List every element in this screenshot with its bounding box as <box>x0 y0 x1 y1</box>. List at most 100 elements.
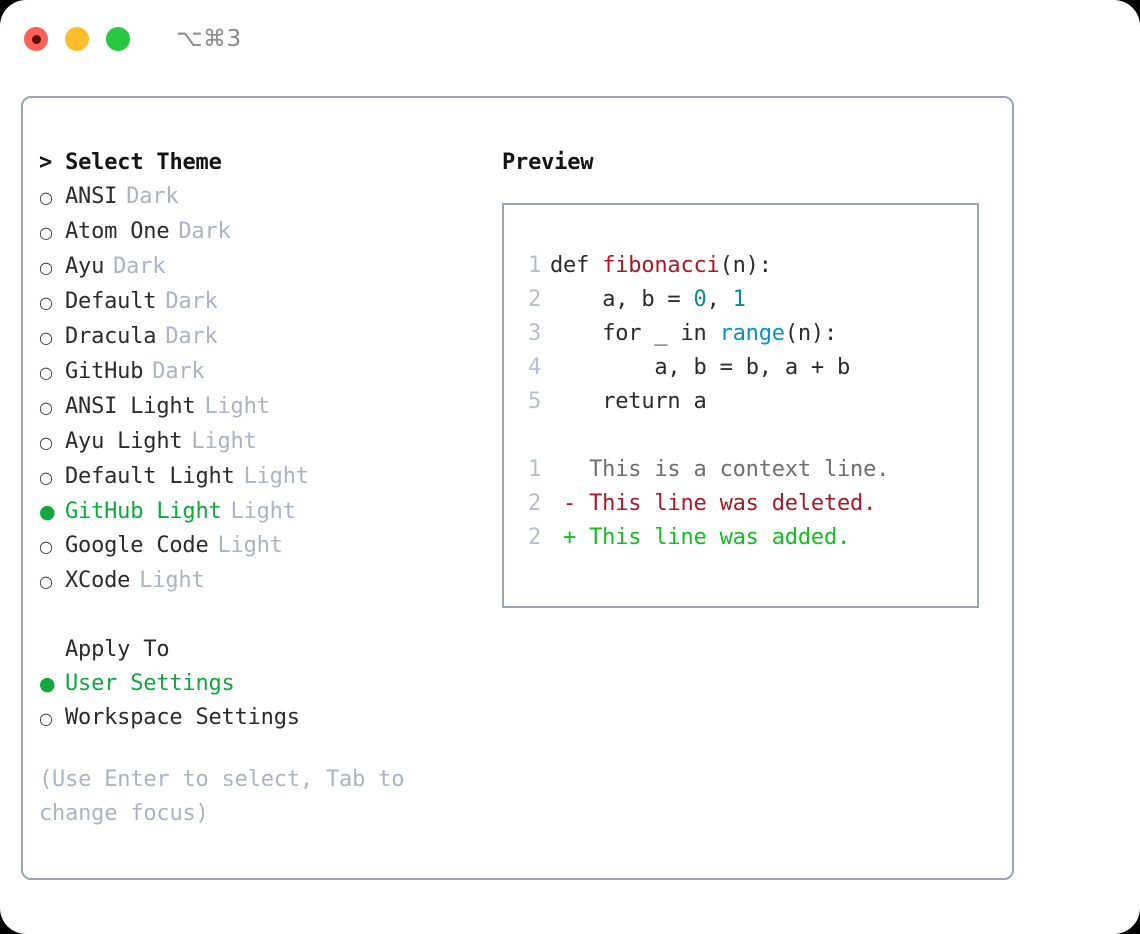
theme-variant-tag: Light <box>217 533 283 558</box>
theme-variant-tag: Light <box>191 429 257 454</box>
diff-line-content: + This line was added. <box>550 525 851 550</box>
line-number: 2 <box>527 287 541 312</box>
theme-option-label: GitHub Light <box>65 499 222 524</box>
code-line-content: a, b = 0, 1 <box>550 283 746 317</box>
code-token: return a <box>602 389 707 414</box>
radio-unselected-icon: ○ <box>39 433 53 452</box>
maximize-button[interactable] <box>106 27 130 51</box>
theme-variant-tag: Dark <box>165 324 218 349</box>
code-line: 4 a, b = b, a + b <box>504 351 977 385</box>
theme-variant-tag: Light <box>139 568 205 593</box>
theme-option-label: Default Light <box>65 464 235 489</box>
line-number: 1 <box>527 253 541 278</box>
code-line: 1 def fibonacci(n): <box>504 249 977 283</box>
recording-dot-icon <box>31 34 41 44</box>
radio-unselected-icon: ○ <box>39 398 53 417</box>
radio-unselected-icon: ○ <box>39 363 53 382</box>
apply-to-option-workspace-settings[interactable]: ○ Workspace Settings <box>39 701 509 736</box>
diff-line-ctx: 1 This is a context line. <box>504 453 977 487</box>
theme-option-label: Atom One <box>65 219 170 244</box>
code-token: def <box>550 253 603 278</box>
code-token: a, b = b, a + b <box>654 355 851 380</box>
theme-option-label: Ayu Light <box>65 429 183 454</box>
list-spacer <box>39 599 509 633</box>
theme-option-google-code[interactable]: ○ Google Code Light <box>39 529 509 564</box>
theme-option-label: ANSI Light <box>65 394 196 419</box>
diff-line-content: - This line was deleted. <box>550 491 877 516</box>
line-number: 1 <box>527 457 541 482</box>
minimize-button[interactable] <box>65 27 89 51</box>
radio-unselected-icon: ○ <box>39 537 53 556</box>
theme-option-ayu-light[interactable]: ○ Ayu Light Light <box>39 425 509 460</box>
line-number: 2 <box>527 525 541 550</box>
theme-option-dracula[interactable]: ○ Dracula Dark <box>39 320 509 355</box>
theme-variant-tag: Dark <box>178 219 231 244</box>
code-token: (n): <box>719 253 772 278</box>
code-line-content: for _ in range(n): <box>550 317 837 351</box>
theme-option-ansi-light[interactable]: ○ ANSI Light Light <box>39 390 509 425</box>
code-blank-line <box>504 419 977 453</box>
preview-heading: Preview <box>502 150 594 175</box>
theme-variant-tag: Dark <box>152 359 205 384</box>
title-bar: ⌥⌘3 <box>0 0 1140 78</box>
theme-option-label: Google Code <box>65 533 209 558</box>
radio-unselected-icon: ○ <box>39 572 53 591</box>
diff-line-add: 2 + This line was added. <box>504 521 977 555</box>
theme-variant-tag: Light <box>204 394 270 419</box>
select-theme-heading: > Select Theme <box>39 150 222 175</box>
code-line-content: a, b = b, a + b <box>550 351 850 385</box>
code-line-content: def fibonacci(n): <box>550 249 772 283</box>
window-controls <box>24 27 130 51</box>
line-number: 2 <box>527 491 541 516</box>
theme-variant-tag: Light <box>230 499 296 524</box>
code-line: 5 return a <box>504 385 977 419</box>
code-token: 0 <box>693 287 707 312</box>
radio-unselected-icon: ○ <box>39 188 53 207</box>
apply-to-option-label: User Settings <box>65 671 235 696</box>
line-number: 4 <box>527 355 541 380</box>
code-line: 3 for _ in range(n): <box>504 317 977 351</box>
code-token: , <box>706 287 733 312</box>
line-number: 3 <box>527 321 541 346</box>
radio-unselected-icon: ○ <box>39 293 53 312</box>
radio-unselected-icon: ○ <box>39 709 53 728</box>
theme-option-default-light[interactable]: ○ Default Light Light <box>39 460 509 495</box>
apply-to-option-label: Workspace Settings <box>65 705 300 730</box>
theme-option-label: ANSI <box>65 184 118 209</box>
code-token: a, b = <box>602 287 694 312</box>
theme-option-github[interactable]: ○ GitHub Dark <box>39 355 509 390</box>
line-number: 5 <box>527 389 541 414</box>
radio-unselected-icon: ○ <box>39 468 53 487</box>
theme-variant-tag: Dark <box>165 289 218 314</box>
theme-variant-tag: Light <box>243 464 309 489</box>
code-token: fibonacci <box>602 253 720 278</box>
apply-to-heading: Apply To <box>65 637 170 662</box>
theme-variant-tag: Dark <box>126 184 179 209</box>
theme-option-atom-one[interactable]: ○ Atom One Dark <box>39 215 509 250</box>
diff-line-del: 2 - This line was deleted. <box>504 487 977 521</box>
apply-to-option-user-settings[interactable]: ● User Settings <box>39 667 509 701</box>
radio-selected-icon: ● <box>39 673 56 695</box>
theme-option-label: Dracula <box>65 324 157 349</box>
code-token: (n): <box>784 321 838 346</box>
theme-option-ansi[interactable]: ○ ANSI Dark <box>39 180 509 215</box>
close-button[interactable] <box>24 27 48 51</box>
diff-line-content: This is a context line. <box>550 457 890 482</box>
theme-option-label: GitHub <box>65 359 144 384</box>
radio-unselected-icon: ○ <box>39 258 53 277</box>
diff-snippet: 1 This is a context line.2 - This line w… <box>504 453 977 555</box>
radio-unselected-icon: ○ <box>39 223 53 242</box>
keyboard-shortcut-label: ⌥⌘3 <box>176 26 242 52</box>
radio-unselected-icon: ○ <box>39 328 53 347</box>
